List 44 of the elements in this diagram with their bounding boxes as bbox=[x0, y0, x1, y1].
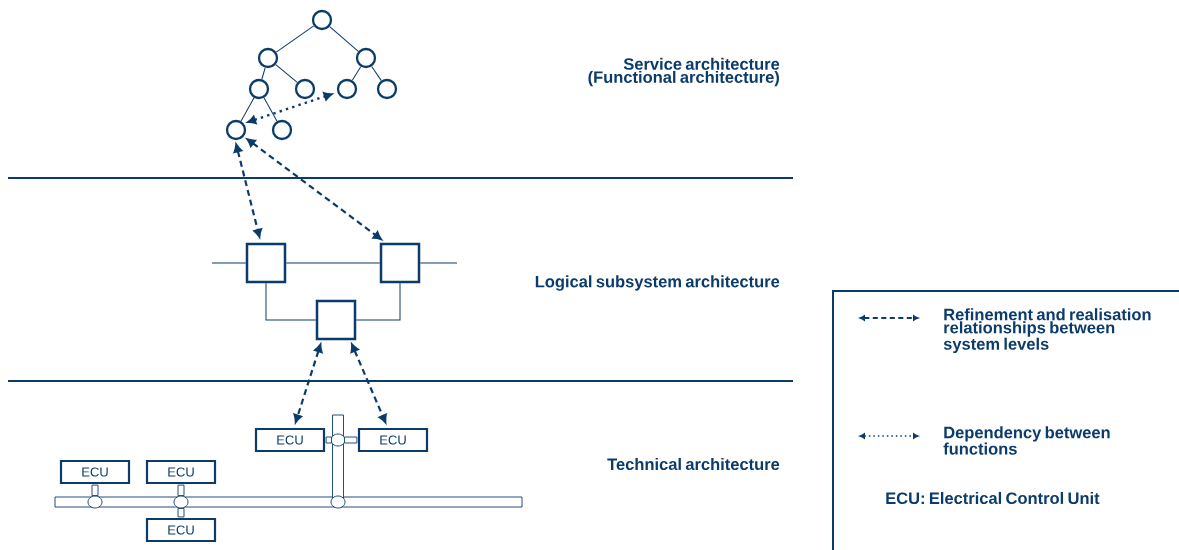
function-circle bbox=[376, 78, 398, 100]
bus-stub bbox=[177, 484, 185, 496]
layer-label: Logical subsystem architecture bbox=[535, 275, 780, 291]
subsystem-box bbox=[245, 242, 287, 284]
ecu-box: ECU bbox=[254, 427, 326, 453]
layer-label: Service architecture (Functional architecture) bbox=[588, 57, 780, 87]
function-circle bbox=[225, 119, 247, 141]
subsystem-box bbox=[315, 299, 357, 341]
connector-line bbox=[355, 282, 401, 321]
note-text: ECU: Electrical Control Unit bbox=[886, 491, 1100, 505]
ecu-box: ECU bbox=[145, 459, 217, 485]
bus-stub bbox=[177, 508, 185, 518]
function-circle bbox=[355, 47, 377, 69]
connector-line bbox=[261, 67, 266, 80]
ecu-box: ECU bbox=[59, 459, 131, 485]
function-circle bbox=[311, 9, 333, 31]
double-arrow bbox=[350, 343, 387, 424]
subsystem-box bbox=[379, 242, 421, 284]
connector-line bbox=[351, 66, 362, 81]
connector-line bbox=[371, 65, 382, 82]
connector-line bbox=[240, 97, 255, 122]
bus-stub bbox=[344, 436, 358, 444]
double-arrow bbox=[247, 92, 333, 125]
function-circle bbox=[336, 78, 358, 100]
ecu-box: ECU bbox=[145, 517, 217, 543]
connector-line bbox=[265, 282, 317, 321]
bus-stub bbox=[91, 484, 99, 496]
connector-line bbox=[263, 97, 278, 122]
double-arrow bbox=[233, 143, 263, 238]
layer-label: Technical architecture bbox=[607, 457, 780, 471]
function-circle bbox=[294, 78, 316, 100]
double-arrow bbox=[293, 343, 323, 423]
ecu-box: ECU bbox=[357, 427, 429, 453]
function-circle bbox=[248, 78, 270, 100]
connector-line bbox=[329, 26, 359, 52]
function-circle bbox=[271, 119, 293, 141]
connector-line bbox=[285, 262, 381, 264]
double-arrow bbox=[246, 138, 382, 240]
function-circle bbox=[257, 47, 279, 69]
connector-line bbox=[275, 64, 298, 83]
bus-stub bbox=[325, 436, 332, 444]
legend-text: Dependency between functions bbox=[943, 426, 1110, 455]
connector-line bbox=[275, 25, 315, 53]
legend-text: Refinement and realisation relationships between system levels bbox=[943, 308, 1151, 354]
